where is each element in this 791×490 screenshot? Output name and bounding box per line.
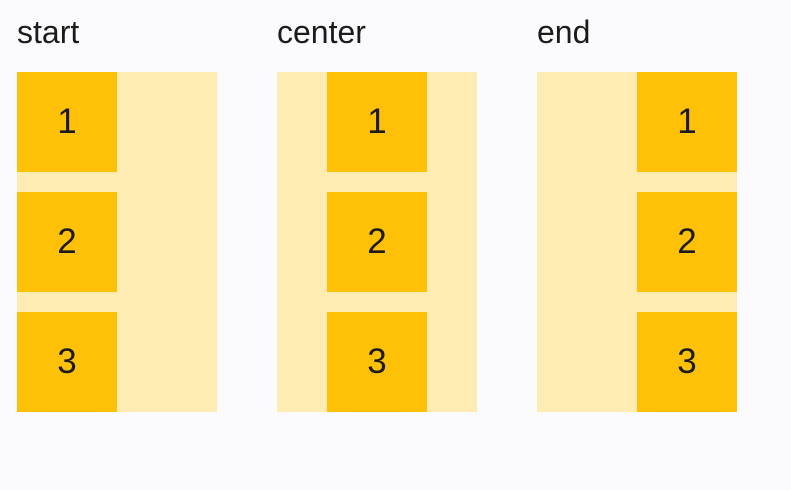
flex-item: 2 — [637, 192, 737, 292]
alignment-demo-page: start 1 2 3 center 1 2 3 end 1 2 3 — [17, 12, 737, 412]
flex-item: 3 — [327, 312, 427, 412]
flex-container-center: 1 2 3 — [277, 72, 477, 412]
flex-container-start: 1 2 3 — [17, 72, 217, 412]
demo-label-end: end — [537, 14, 591, 50]
demo-group-start: start 1 2 3 — [17, 12, 217, 412]
demo-group-center: center 1 2 3 — [277, 12, 477, 412]
flex-item: 2 — [327, 192, 427, 292]
flex-item: 3 — [17, 312, 117, 412]
flex-item: 3 — [637, 312, 737, 412]
demo-group-end: end 1 2 3 — [537, 12, 737, 412]
flex-item: 2 — [17, 192, 117, 292]
demo-label-center: center — [277, 14, 366, 50]
flex-container-end: 1 2 3 — [537, 72, 737, 412]
flex-item: 1 — [637, 72, 737, 172]
flex-item: 1 — [17, 72, 117, 172]
demo-label-start: start — [17, 14, 80, 50]
flex-item: 1 — [327, 72, 427, 172]
